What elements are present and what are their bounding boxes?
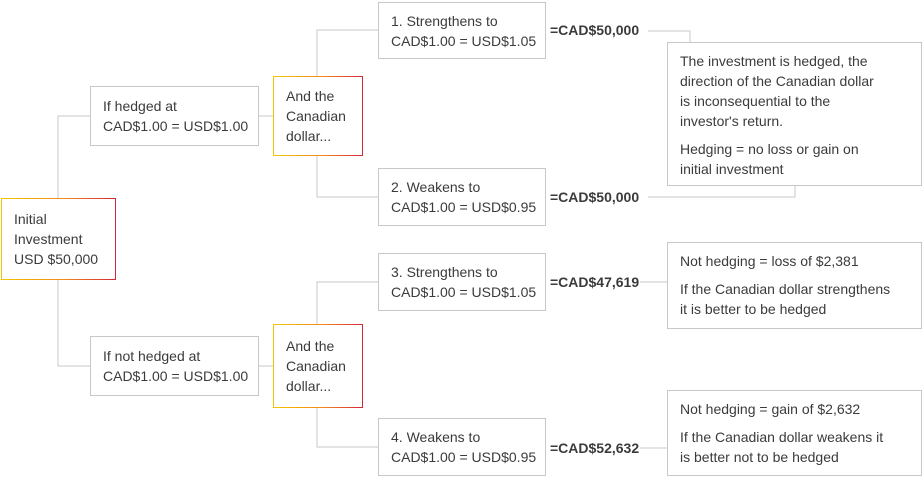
not-hedged-line: CAD$1.00 = USD$1.00	[103, 368, 249, 384]
dollar-line: And the	[286, 88, 335, 104]
outcome-box-1: 1. Strengthens to CAD$1.00 = USD$1.05	[378, 2, 546, 59]
outcome-line: CAD$1.00 = USD$0.95	[391, 449, 537, 465]
note-strengthen-explanation: If the Canadian dollar strengthens it is…	[680, 279, 909, 319]
connector-result1-note	[648, 30, 691, 42]
outcome-line: 1. Strengthens to	[391, 12, 498, 29]
result-value-1: =CAD$50,000	[550, 22, 640, 38]
outcome-box-4: 4. Weakens to CAD$1.00 = USD$0.95	[378, 418, 546, 476]
note-line: direction of the Canadian dollar	[680, 73, 874, 89]
result-value-3: =CAD$47,619	[550, 274, 640, 290]
root-line: Initial	[14, 211, 47, 227]
note-weaken: Not hedging = gain of $2,632 If the Cana…	[667, 390, 922, 476]
canadian-dollar-box-bottom: And the Canadian dollar...	[273, 324, 363, 408]
dollar-line: Canadian	[286, 108, 346, 124]
note-line: The investment is hedged, the	[680, 53, 868, 69]
initial-investment-box: Initial Investment USD $50,000	[1, 198, 116, 280]
note-line: is inconsequential to the	[680, 93, 831, 109]
hedged-line: CAD$1.00 = USD$1.00	[103, 118, 249, 134]
outcome-line: CAD$1.00 = USD$1.05	[391, 32, 537, 49]
root-line: USD $50,000	[14, 251, 99, 267]
note-line: Not hedging = loss of $2,381	[680, 253, 859, 269]
hedged-line: If hedged at	[103, 98, 177, 114]
note-hedged-summary: Hedging = no loss or gain on initial inv…	[680, 139, 909, 179]
outcome-line: 2. Weakens to	[391, 179, 481, 195]
dollar-line: dollar...	[286, 128, 332, 144]
note-weaken-explanation: If the Canadian dollar weakens it is bet…	[680, 427, 909, 467]
connector-root-branches	[57, 115, 90, 367]
outcome-box-2: 2. Weakens to CAD$1.00 = USD$0.95	[378, 168, 546, 226]
note-line: investor's return.	[680, 113, 784, 129]
dollar-line: dollar...	[286, 378, 332, 394]
note-line: is better not to be hedged	[680, 449, 839, 465]
connector-dollar-top-branches	[316, 29, 378, 198]
result-value-2: =CAD$50,000	[550, 189, 640, 205]
not-hedged-line: If not hedged at	[103, 348, 201, 364]
note-weaken-summary: Not hedging = gain of $2,632	[680, 399, 909, 419]
outcome-line: CAD$1.00 = USD$1.05	[391, 284, 537, 300]
dollar-line: And the	[286, 338, 335, 354]
note-line: Not hedging = gain of $2,632	[680, 401, 861, 417]
dollar-line: Canadian	[286, 358, 346, 374]
note-line: it is better to be hedged	[680, 301, 827, 317]
note-line: If the Canadian dollar weakens it	[680, 429, 884, 445]
result-value-4: =CAD$52,632	[550, 440, 640, 456]
note-line: Hedging = no loss or gain on	[680, 141, 859, 157]
note-hedged: The investment is hedged, the direction …	[667, 42, 922, 186]
outcome-line: CAD$1.00 = USD$0.95	[391, 199, 537, 215]
connector-dollar-bottom-branches	[316, 281, 378, 448]
canadian-dollar-box-top: And the Canadian dollar...	[273, 76, 363, 156]
outcome-line: 4. Weakens to	[391, 429, 481, 445]
note-strengthen-summary: Not hedging = loss of $2,381	[680, 251, 909, 271]
if-not-hedged-box: If not hedged at CAD$1.00 = USD$1.00	[90, 336, 259, 396]
if-hedged-box: If hedged at CAD$1.00 = USD$1.00	[90, 86, 259, 146]
outcome-line: 3. Strengthens to	[391, 264, 498, 280]
note-hedged-explanation: The investment is hedged, the direction …	[680, 51, 909, 131]
note-line: If the Canadian dollar strengthens	[680, 281, 891, 297]
outcome-box-3: 3. Strengthens to CAD$1.00 = USD$1.05	[378, 253, 546, 311]
note-strengthen: Not hedging = loss of $2,381 If the Cana…	[667, 242, 922, 329]
root-line: Investment	[14, 231, 83, 247]
connector-result2-note	[648, 186, 796, 198]
note-line: initial investment	[680, 161, 784, 177]
